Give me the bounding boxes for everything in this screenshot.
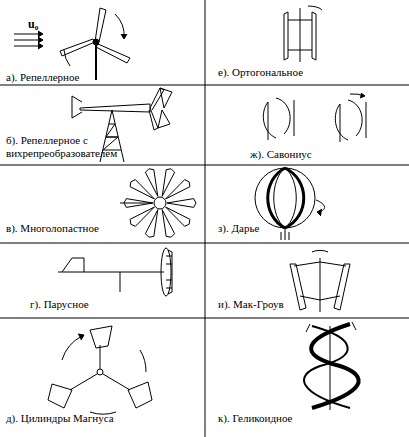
type-label: и). Мак-Гроув	[218, 298, 284, 311]
multiblade-turbine	[120, 169, 196, 237]
helical-turbine	[304, 322, 359, 410]
type-label: з). Дарье	[218, 222, 259, 235]
type-label: а). Репеллерное	[6, 71, 79, 84]
type-label: д). Цилиндры Магнуса	[6, 412, 114, 425]
savonius-turbine	[263, 93, 366, 142]
type-label: ж). Савониус	[250, 148, 312, 161]
darrieus-turbine	[255, 168, 325, 240]
mcgrove-turbine	[290, 250, 350, 312]
type-label: б). Репеллерное с вихрепреобразователем	[6, 134, 136, 160]
propeller-turbine	[14, 8, 130, 80]
velocity-symbol: u₀	[28, 18, 38, 31]
magnus-turbine	[48, 326, 152, 414]
type-label: е). Ортогональное	[218, 66, 303, 79]
type-label: к). Геликоидное	[218, 412, 292, 425]
orthogonal-turbine	[284, 6, 322, 62]
sail-turbine	[58, 248, 172, 296]
type-label: г). Парусное	[30, 298, 89, 311]
type-label: в). Многолопастное	[6, 222, 99, 235]
